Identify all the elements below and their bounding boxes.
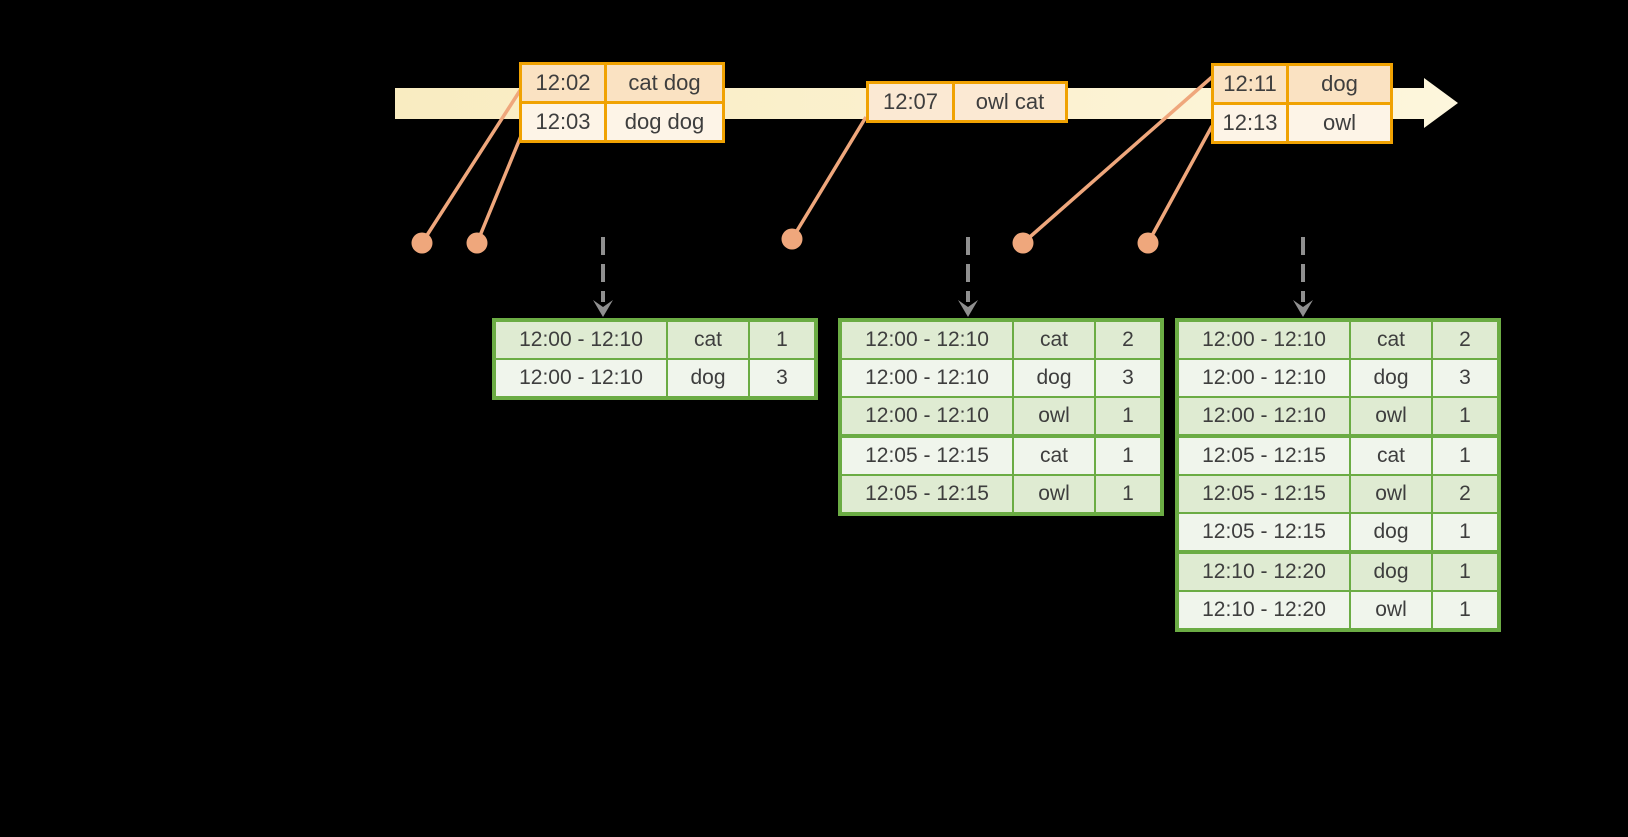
- count-cell: 1: [1431, 434, 1500, 476]
- result-row: 12:10 - 12:20 dog 1: [1176, 550, 1500, 592]
- event-time-cell: 12:11: [1214, 66, 1289, 102]
- word-cell: dog: [1012, 358, 1096, 398]
- count-cell: 2: [1094, 319, 1163, 360]
- window-cell: 12:05 - 12:15: [839, 434, 1014, 476]
- result-table-1: 12:00 - 12:10 cat 1 12:00 - 12:10 dog 3: [492, 318, 818, 400]
- event-words-cell: dog dog: [607, 104, 722, 140]
- count-cell: 1: [1094, 434, 1163, 476]
- event-words-cell: owl cat: [955, 84, 1065, 120]
- window-cell: 12:05 - 12:15: [1176, 512, 1351, 553]
- event-dots: [411, 228, 1159, 254]
- word-cell: owl: [1349, 474, 1433, 514]
- result-row: 12:05 - 12:15 dog 1: [1176, 512, 1500, 553]
- window-cell: 12:00 - 12:10: [493, 319, 668, 360]
- event-words-cell: cat dog: [607, 65, 722, 101]
- result-row: 12:05 - 12:15 owl 1: [839, 474, 1163, 515]
- event-link-line-2: [475, 135, 523, 244]
- result-row: 12:00 - 12:10 dog 3: [1176, 358, 1500, 398]
- event-time-cell: 12:07: [869, 84, 955, 120]
- count-cell: 3: [1431, 358, 1500, 398]
- window-cell: 12:00 - 12:10: [1176, 396, 1351, 437]
- count-cell: 1: [1431, 512, 1500, 553]
- word-cell: dog: [1349, 358, 1433, 398]
- event-row: 12:13 owl: [1214, 102, 1390, 141]
- result-row: 12:00 - 12:10 owl 1: [839, 396, 1163, 437]
- word-cell: dog: [1349, 512, 1433, 553]
- event-dot-3: [781, 228, 803, 250]
- event-link-line-1: [420, 88, 523, 244]
- trigger-arrowhead-icon-2: [958, 300, 978, 317]
- event-dot-4: [1012, 232, 1034, 254]
- count-cell: 2: [1431, 319, 1500, 360]
- event-table-3: 12:11 dog 12:13 owl: [1211, 63, 1393, 144]
- event-dot-1: [411, 232, 433, 254]
- event-dot-5: [1137, 232, 1159, 254]
- count-cell: 1: [1431, 396, 1500, 437]
- event-row: 12:11 dog: [1214, 66, 1390, 102]
- event-words-cell: owl: [1289, 105, 1390, 141]
- window-cell: 12:10 - 12:20: [1176, 550, 1351, 592]
- result-row: 12:05 - 12:15 cat 1: [839, 434, 1163, 476]
- word-cell: dog: [666, 358, 750, 399]
- result-row: 12:00 - 12:10 cat 2: [1176, 319, 1500, 360]
- window-cell: 12:05 - 12:15: [839, 474, 1014, 515]
- count-cell: 2: [1431, 474, 1500, 514]
- word-cell: owl: [1012, 474, 1096, 515]
- result-row: 12:10 - 12:20 owl 1: [1176, 590, 1500, 631]
- window-cell: 12:00 - 12:10: [493, 358, 668, 399]
- word-cell: cat: [1012, 434, 1096, 476]
- result-row: 12:00 - 12:10 dog 3: [493, 358, 817, 399]
- event-time-cell: 12:03: [522, 104, 607, 140]
- word-cell: owl: [1349, 590, 1433, 631]
- event-time-cell: 12:13: [1214, 105, 1289, 141]
- event-link-line-5: [1146, 125, 1214, 244]
- result-table-2: 12:00 - 12:10 cat 2 12:00 - 12:10 dog 3 …: [838, 318, 1164, 516]
- window-cell: 12:10 - 12:20: [1176, 590, 1351, 631]
- event-row: 12:07 owl cat: [869, 84, 1065, 120]
- count-cell: 1: [748, 319, 817, 360]
- result-row: 12:00 - 12:10 owl 1: [1176, 396, 1500, 437]
- word-cell: owl: [1349, 396, 1433, 437]
- window-cell: 12:00 - 12:10: [839, 319, 1014, 360]
- event-link-line-3: [790, 116, 868, 240]
- count-cell: 3: [748, 358, 817, 399]
- window-cell: 12:00 - 12:10: [839, 396, 1014, 437]
- result-table-3: 12:00 - 12:10 cat 2 12:00 - 12:10 dog 3 …: [1175, 318, 1501, 632]
- trigger-arrowhead-icon-3: [1293, 300, 1313, 317]
- result-row: 12:00 - 12:10 cat 2: [839, 319, 1163, 360]
- word-cell: dog: [1349, 550, 1433, 592]
- word-cell: owl: [1012, 396, 1096, 437]
- window-cell: 12:05 - 12:15: [1176, 474, 1351, 514]
- result-row: 12:00 - 12:10 dog 3: [839, 358, 1163, 398]
- event-time-cell: 12:02: [522, 65, 607, 101]
- word-cell: cat: [1349, 434, 1433, 476]
- word-cell: cat: [1349, 319, 1433, 360]
- event-row: 12:03 dog dog: [522, 101, 722, 140]
- word-cell: cat: [666, 319, 750, 360]
- event-table-1: 12:02 cat dog 12:03 dog dog: [519, 62, 725, 143]
- result-row: 12:00 - 12:10 cat 1: [493, 319, 817, 360]
- word-cell: cat: [1012, 319, 1096, 360]
- event-dot-2: [466, 232, 488, 254]
- count-cell: 1: [1094, 396, 1163, 437]
- event-words-cell: dog: [1289, 66, 1390, 102]
- result-row: 12:05 - 12:15 owl 2: [1176, 474, 1500, 514]
- count-cell: 1: [1431, 590, 1500, 631]
- window-cell: 12:00 - 12:10: [1176, 358, 1351, 398]
- result-row: 12:05 - 12:15 cat 1: [1176, 434, 1500, 476]
- count-cell: 3: [1094, 358, 1163, 398]
- count-cell: 1: [1094, 474, 1163, 515]
- window-cell: 12:00 - 12:10: [1176, 319, 1351, 360]
- count-cell: 1: [1431, 550, 1500, 592]
- window-cell: 12:05 - 12:15: [1176, 434, 1351, 476]
- event-row: 12:02 cat dog: [522, 65, 722, 101]
- trigger-arrows: [593, 237, 1313, 317]
- event-table-2: 12:07 owl cat: [866, 81, 1068, 123]
- trigger-arrowhead-icon-1: [593, 300, 613, 317]
- window-cell: 12:00 - 12:10: [839, 358, 1014, 398]
